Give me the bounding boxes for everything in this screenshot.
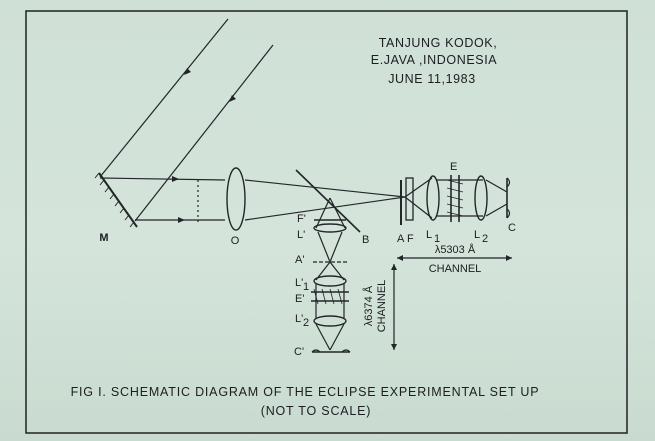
diverging-ray-lower (404, 196, 433, 219)
label-M: M (99, 232, 108, 244)
figure-caption-note: (NOT TO SCALE) (261, 404, 372, 418)
camera-C (506, 177, 511, 219)
mirror-M (94, 172, 138, 228)
label-E: E (450, 161, 457, 173)
label-L1-sub: 1 (434, 233, 440, 245)
label-C: C (508, 222, 516, 234)
incoming-ray-1 (99, 18, 229, 178)
dim-arrow-top (391, 264, 397, 270)
incoming-ray-2 (134, 44, 274, 222)
camera-C-prime (311, 349, 351, 353)
date-line: JUNE 11,1983 (388, 72, 476, 86)
reflected-ray-upper (99, 177, 226, 181)
label-E-prime: E' (295, 293, 304, 305)
label-C-prime: C' (294, 346, 304, 358)
arrow-lower (178, 217, 185, 223)
red-channel-label: CHANNEL (376, 280, 388, 333)
etalon-E (446, 175, 464, 222)
focus-ray-upper (485, 179, 508, 193)
frame-border (25, 10, 628, 434)
lens-L2 (474, 175, 488, 221)
location-line-1: TANJUNG KODOK, (379, 36, 498, 50)
converging-ray-upper (244, 179, 406, 198)
diverging-ray-upper (404, 177, 433, 198)
red-ray-1 (317, 231, 331, 263)
label-L2-prime: L' (295, 313, 303, 325)
label-F: F (407, 233, 414, 245)
ray-arrow-2 (229, 95, 236, 102)
figure-caption: FIG I. SCHEMATIC DIAGRAM OF THE ECLIPSE … (71, 385, 540, 399)
location-line-2: E.JAVA ,INDONESIA (371, 53, 497, 67)
label-L2: L (474, 229, 480, 241)
ray-arrow-1 (184, 68, 191, 75)
label-L-prime: L' (297, 229, 305, 241)
green-channel-wavelength: λ5303 Å (435, 243, 476, 256)
red-focus-left (315, 323, 331, 351)
label-L1: L (426, 229, 432, 241)
reflected-ray-left (315, 197, 331, 229)
arrow-upper (172, 176, 179, 182)
lens-L1-prime (313, 275, 347, 287)
lens-L2-prime (313, 315, 347, 327)
red-focus-right (329, 323, 345, 351)
dim-arrow-right (506, 255, 512, 261)
label-O: O (231, 235, 240, 247)
label-L2-sub: 2 (482, 233, 488, 245)
red-ray-2 (329, 231, 343, 263)
etalon-E-prime (311, 288, 349, 305)
red-channel-wavelength: λ6374 Å (362, 285, 375, 326)
label-A-prime: A' (295, 254, 304, 266)
label-A: A (397, 233, 405, 245)
dim-arrow-left (397, 255, 403, 261)
lens-L1 (426, 175, 440, 221)
focus-ray-lower (485, 203, 508, 217)
dim-arrow-bottom (391, 344, 397, 350)
label-F-prime: F' (297, 213, 306, 225)
green-channel-label: CHANNEL (429, 263, 482, 275)
filter-F (405, 177, 414, 221)
lens-L-prime (313, 223, 347, 233)
reflected-ray-right (329, 197, 346, 229)
label-B: B (362, 234, 369, 246)
label-L2-prime-sub: 2 (303, 317, 309, 329)
objective-lens-O (226, 167, 246, 231)
label-L1-prime-sub: 1 (303, 281, 309, 293)
label-L1-prime: L' (295, 277, 303, 289)
